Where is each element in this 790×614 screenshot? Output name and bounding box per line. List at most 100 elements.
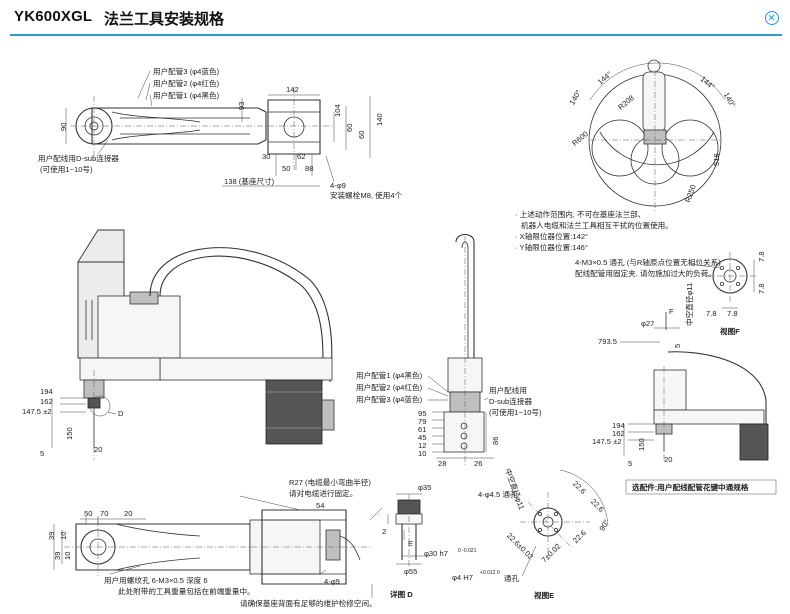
dim-phi55: φ55: [404, 567, 417, 576]
view-e: 4-φ4.5 通孔 中空直径φ11 22.6 22.6 22.6±0.02 22…: [452, 467, 611, 600]
header-divider: [10, 34, 782, 36]
phi30-tolerance: 0 -0.021: [458, 548, 477, 554]
tap-note: 此处附带的工具重量包括在前端重量中。: [118, 586, 255, 596]
pipe-blue-label: 用户配管3 (φ4蓝色): [153, 66, 220, 76]
dim-phi35: φ35: [418, 483, 431, 492]
dim-793-5: 793.5: [598, 337, 617, 346]
note-4: · Y轴限位器位置:146°: [515, 242, 588, 252]
dim-50: 50: [84, 509, 92, 518]
dim-30: 30: [262, 152, 270, 161]
opt-dim-5: 5: [628, 459, 632, 468]
side-pipe-3: 用户配管3 (φ4蓝色): [356, 394, 423, 404]
dim-base: 138 (基座尺寸): [224, 176, 275, 186]
view-f: 4-M3×0.5 通孔 (与R轴原点位置无相位关系) 配线配管用固定夹, 请勿施…: [575, 251, 766, 336]
dim-86: 86: [491, 437, 500, 445]
side-dsub-1: 用户配线用: [489, 385, 527, 395]
dim-39: 39: [47, 532, 56, 540]
opt-dim-20: 20: [664, 455, 672, 464]
dim-20: 20: [124, 509, 132, 518]
side-pipe-2: 用户配管2 (φ4红色): [356, 382, 423, 392]
dim-95: 95: [418, 409, 426, 418]
dim-93: 93: [237, 102, 246, 110]
dim-22-6-tol: 22.6±0.02: [505, 531, 535, 561]
dim-5: 5: [40, 449, 44, 458]
radius-27: R27 (电缆最小弯曲半径): [289, 477, 371, 487]
dim-45: 45: [418, 433, 426, 442]
dim-60b: 60: [357, 131, 366, 139]
angle-144-left: 144°: [596, 70, 614, 87]
option-arrow-f: F: [669, 307, 674, 316]
view-e-label: 视图E: [534, 590, 554, 600]
dim-88: 88: [305, 164, 313, 173]
side-view: 用户配管1 (φ4黑色) 用户配管2 (φ4红色) 用户配管3 (φ4蓝色) 用…: [356, 233, 542, 468]
pin-through: 通孔: [504, 573, 520, 583]
dim-7-8-b: 7.8: [727, 309, 738, 318]
dim-90: 90: [59, 123, 68, 131]
radius-600: R600: [570, 129, 590, 148]
arrow-e: E: [408, 539, 413, 548]
angle-140-left: 140°: [567, 88, 583, 106]
dim-54: 54: [316, 501, 324, 510]
detail-d-callout: D: [118, 409, 124, 418]
detail-d-label: 详图 D: [390, 589, 413, 599]
dim-12: 12: [418, 441, 426, 450]
side-dsub-3: (可使用1~10号): [489, 407, 542, 417]
base-holes: 4-φ9: [324, 577, 340, 586]
dim-22-6-d: 22.6: [571, 528, 588, 545]
dim-70: 70: [100, 509, 108, 518]
note-2: 机器人电缆和法兰工具相互干扰的位置使用。: [521, 220, 673, 230]
opt-dim-194: 194: [612, 421, 625, 430]
dim-150: 150: [65, 427, 74, 440]
angle-140-right: 140°: [722, 91, 738, 109]
maintenance-note: 请确保基座背面有足够的维护检修空间。: [240, 598, 377, 608]
front-view: 194 162 147.5 ±2 150 20 5 D: [22, 229, 335, 460]
option-caption: 选配件:用户配线配管花键中通规格: [632, 482, 749, 492]
dim-61: 61: [418, 425, 426, 434]
pipe-red-label: 用户配管2 (φ4红色): [153, 78, 220, 88]
dim-22-6-b: 22.6: [589, 497, 606, 514]
view-f-hollow: 中空直径φ11: [684, 283, 694, 326]
page-title: 法兰工具安装规格: [104, 11, 225, 28]
note-1: · 上述动作范围内, 不可在基座法兰部、: [515, 209, 645, 219]
dim-28: 28: [438, 459, 446, 468]
pin-hole: φ4 H7: [452, 573, 473, 582]
dim-10: 10: [418, 449, 426, 458]
dim-10: 10: [59, 532, 68, 540]
dim-opt-5: 5: [673, 344, 682, 348]
pin-tolerance: +0.012 0: [480, 570, 500, 576]
dim-2: 2: [382, 527, 386, 536]
radius-208: R208: [616, 93, 636, 112]
dim-50: 50: [282, 164, 290, 173]
angle-144-right: 144°: [699, 74, 717, 91]
dim-140: 140: [375, 113, 384, 126]
range-view: 140° 144° 144° 140° R208 R600 518 R250: [567, 59, 738, 212]
option-view: F φ27 793.5 5 194 162 147.5 ±2 150 20 5 …: [592, 307, 777, 495]
dsub-note: (可使用1~10号): [40, 164, 93, 174]
dim-phi30: φ30 h7: [424, 549, 448, 558]
dim-26: 26: [474, 459, 482, 468]
view-f-label: 视图F: [720, 326, 740, 336]
note-3: · X轴限位器位置:142°: [515, 231, 588, 241]
view-e-holes: 4-φ4.5 通孔: [478, 489, 518, 499]
dim-7-8-d: 7.8: [757, 283, 766, 294]
dim-7: 7±0.02: [540, 542, 563, 565]
dim-62: 62: [297, 152, 305, 161]
detail-d: φ35 2 E φ30 h7 0 -0.021 φ55 详图 D: [382, 483, 477, 599]
opt-dim-162: 162: [612, 429, 625, 438]
side-pipe-1: 用户配管1 (φ4黑色): [356, 370, 423, 380]
close-icon[interactable]: [765, 11, 779, 25]
opt-dim-147-5: 147.5 ±2: [592, 437, 622, 446]
bolt-note: 安装螺栓M8, 使用4个: [330, 190, 403, 200]
dsub-label: 用户配线用D-sub连接器: [38, 153, 119, 163]
dim-162: 162: [40, 397, 53, 406]
bottom-view: 50 70 20 39 39 10 10 R27 (电缆最小弯曲半径) 请对电缆…: [47, 477, 383, 608]
top-view: 用户配管3 (φ4蓝色) 用户配管2 (φ4红色) 用户配管1 (φ4黑色) 用…: [38, 66, 403, 200]
range-notes: · 上述动作范围内, 不可在基座法兰部、 机器人电缆和法兰工具相互干扰的位置使用…: [515, 209, 673, 252]
cable-fix: 请对电缆进行固定。: [289, 488, 357, 498]
dim-10b: 10: [63, 552, 72, 560]
side-dsub-2: D-sub连接器: [489, 396, 532, 406]
dim-194: 194: [40, 387, 53, 396]
dim-7-8-c: 7.8: [757, 251, 766, 262]
view-f-hole: 4-M3×0.5 通孔 (与R轴原点位置无相位关系): [575, 257, 721, 267]
